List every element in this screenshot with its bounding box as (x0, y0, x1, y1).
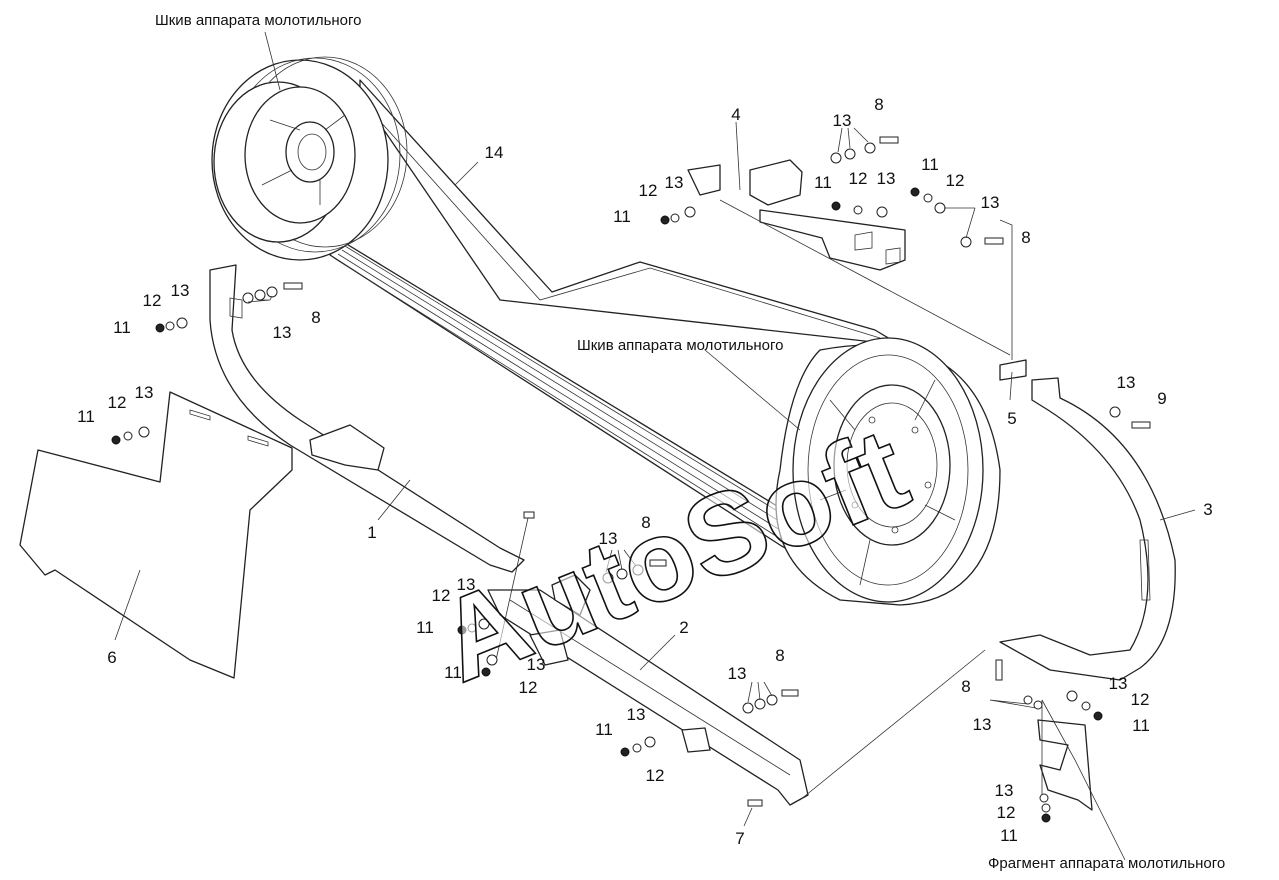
hardware (111, 136, 1151, 823)
callout-13: 13 (527, 655, 546, 674)
bottom-pulley (775, 337, 1001, 606)
part-6-plate (19, 391, 293, 679)
callout-13: 13 (1117, 373, 1136, 392)
callout-12: 12 (432, 586, 451, 605)
callout-13: 13 (135, 383, 154, 402)
callout-13: 13 (995, 781, 1014, 800)
callout-11: 11 (613, 207, 631, 226)
callout-8: 8 (874, 95, 883, 114)
callout-11: 11 (77, 407, 95, 426)
part-4-bracket (687, 159, 1011, 356)
callout-13: 13 (973, 715, 992, 734)
part-2-guard (487, 574, 809, 806)
callout-7: 7 (735, 829, 744, 848)
part-3-guard (999, 377, 1176, 681)
callout-11: 11 (595, 720, 613, 739)
callout-13: 13 (877, 169, 896, 188)
callout-11: 11 (1000, 826, 1018, 845)
callout-11: 11 (444, 663, 462, 682)
callout-11: 11 (113, 318, 131, 337)
callout-13: 13 (833, 111, 852, 130)
leader-lines (114, 31, 1196, 861)
callout-13: 13 (1109, 674, 1128, 693)
callout-12: 12 (143, 291, 162, 310)
callout-11: 11 (921, 155, 939, 174)
callouts: 14 4 8 13 13 12 11 11 12 13 11 12 13 8 1… (77, 95, 1213, 848)
fragment-bracket (1037, 700, 1093, 811)
callout-1: 1 (367, 523, 376, 542)
callout-11: 11 (1132, 716, 1150, 735)
callout-13: 13 (665, 173, 684, 192)
callout-8: 8 (775, 646, 784, 665)
callout-6: 6 (107, 648, 116, 667)
callout-12: 12 (946, 171, 965, 190)
callout-13: 13 (599, 529, 618, 548)
caption-bottom-pulley: Шкив аппарата молотильного (577, 337, 784, 354)
callout-12: 12 (646, 766, 665, 785)
callout-12: 12 (997, 803, 1016, 822)
callout-13: 13 (457, 575, 476, 594)
callout-8: 8 (311, 308, 320, 327)
callout-13: 13 (627, 705, 646, 724)
callout-14: 14 (485, 143, 504, 162)
callout-11: 11 (814, 173, 832, 192)
callout-3: 3 (1203, 500, 1212, 519)
callout-13: 13 (981, 193, 1000, 212)
callout-2: 2 (679, 618, 688, 637)
callout-12: 12 (108, 393, 127, 412)
callout-5: 5 (1007, 409, 1016, 428)
callout-4: 4 (731, 105, 740, 124)
callout-8: 8 (961, 677, 970, 696)
callout-12: 12 (849, 169, 868, 188)
callout-13: 13 (171, 281, 190, 300)
callout-13: 13 (728, 664, 747, 683)
callout-12: 12 (519, 678, 538, 697)
callout-13: 13 (273, 323, 292, 342)
part-1-guard (209, 264, 525, 573)
callout-8: 8 (641, 513, 650, 532)
top-pulley (211, 56, 408, 261)
callout-9: 9 (1157, 389, 1166, 408)
caption-fragment: Фрагмент аппарата молотильного (988, 855, 1225, 872)
part-5-plate (999, 359, 1027, 381)
callout-11: 11 (416, 618, 434, 637)
callout-8: 8 (1021, 228, 1030, 247)
caption-top-pulley: Шкив аппарата молотильного (155, 12, 362, 29)
callout-12: 12 (1131, 690, 1150, 709)
callout-12: 12 (639, 181, 658, 200)
